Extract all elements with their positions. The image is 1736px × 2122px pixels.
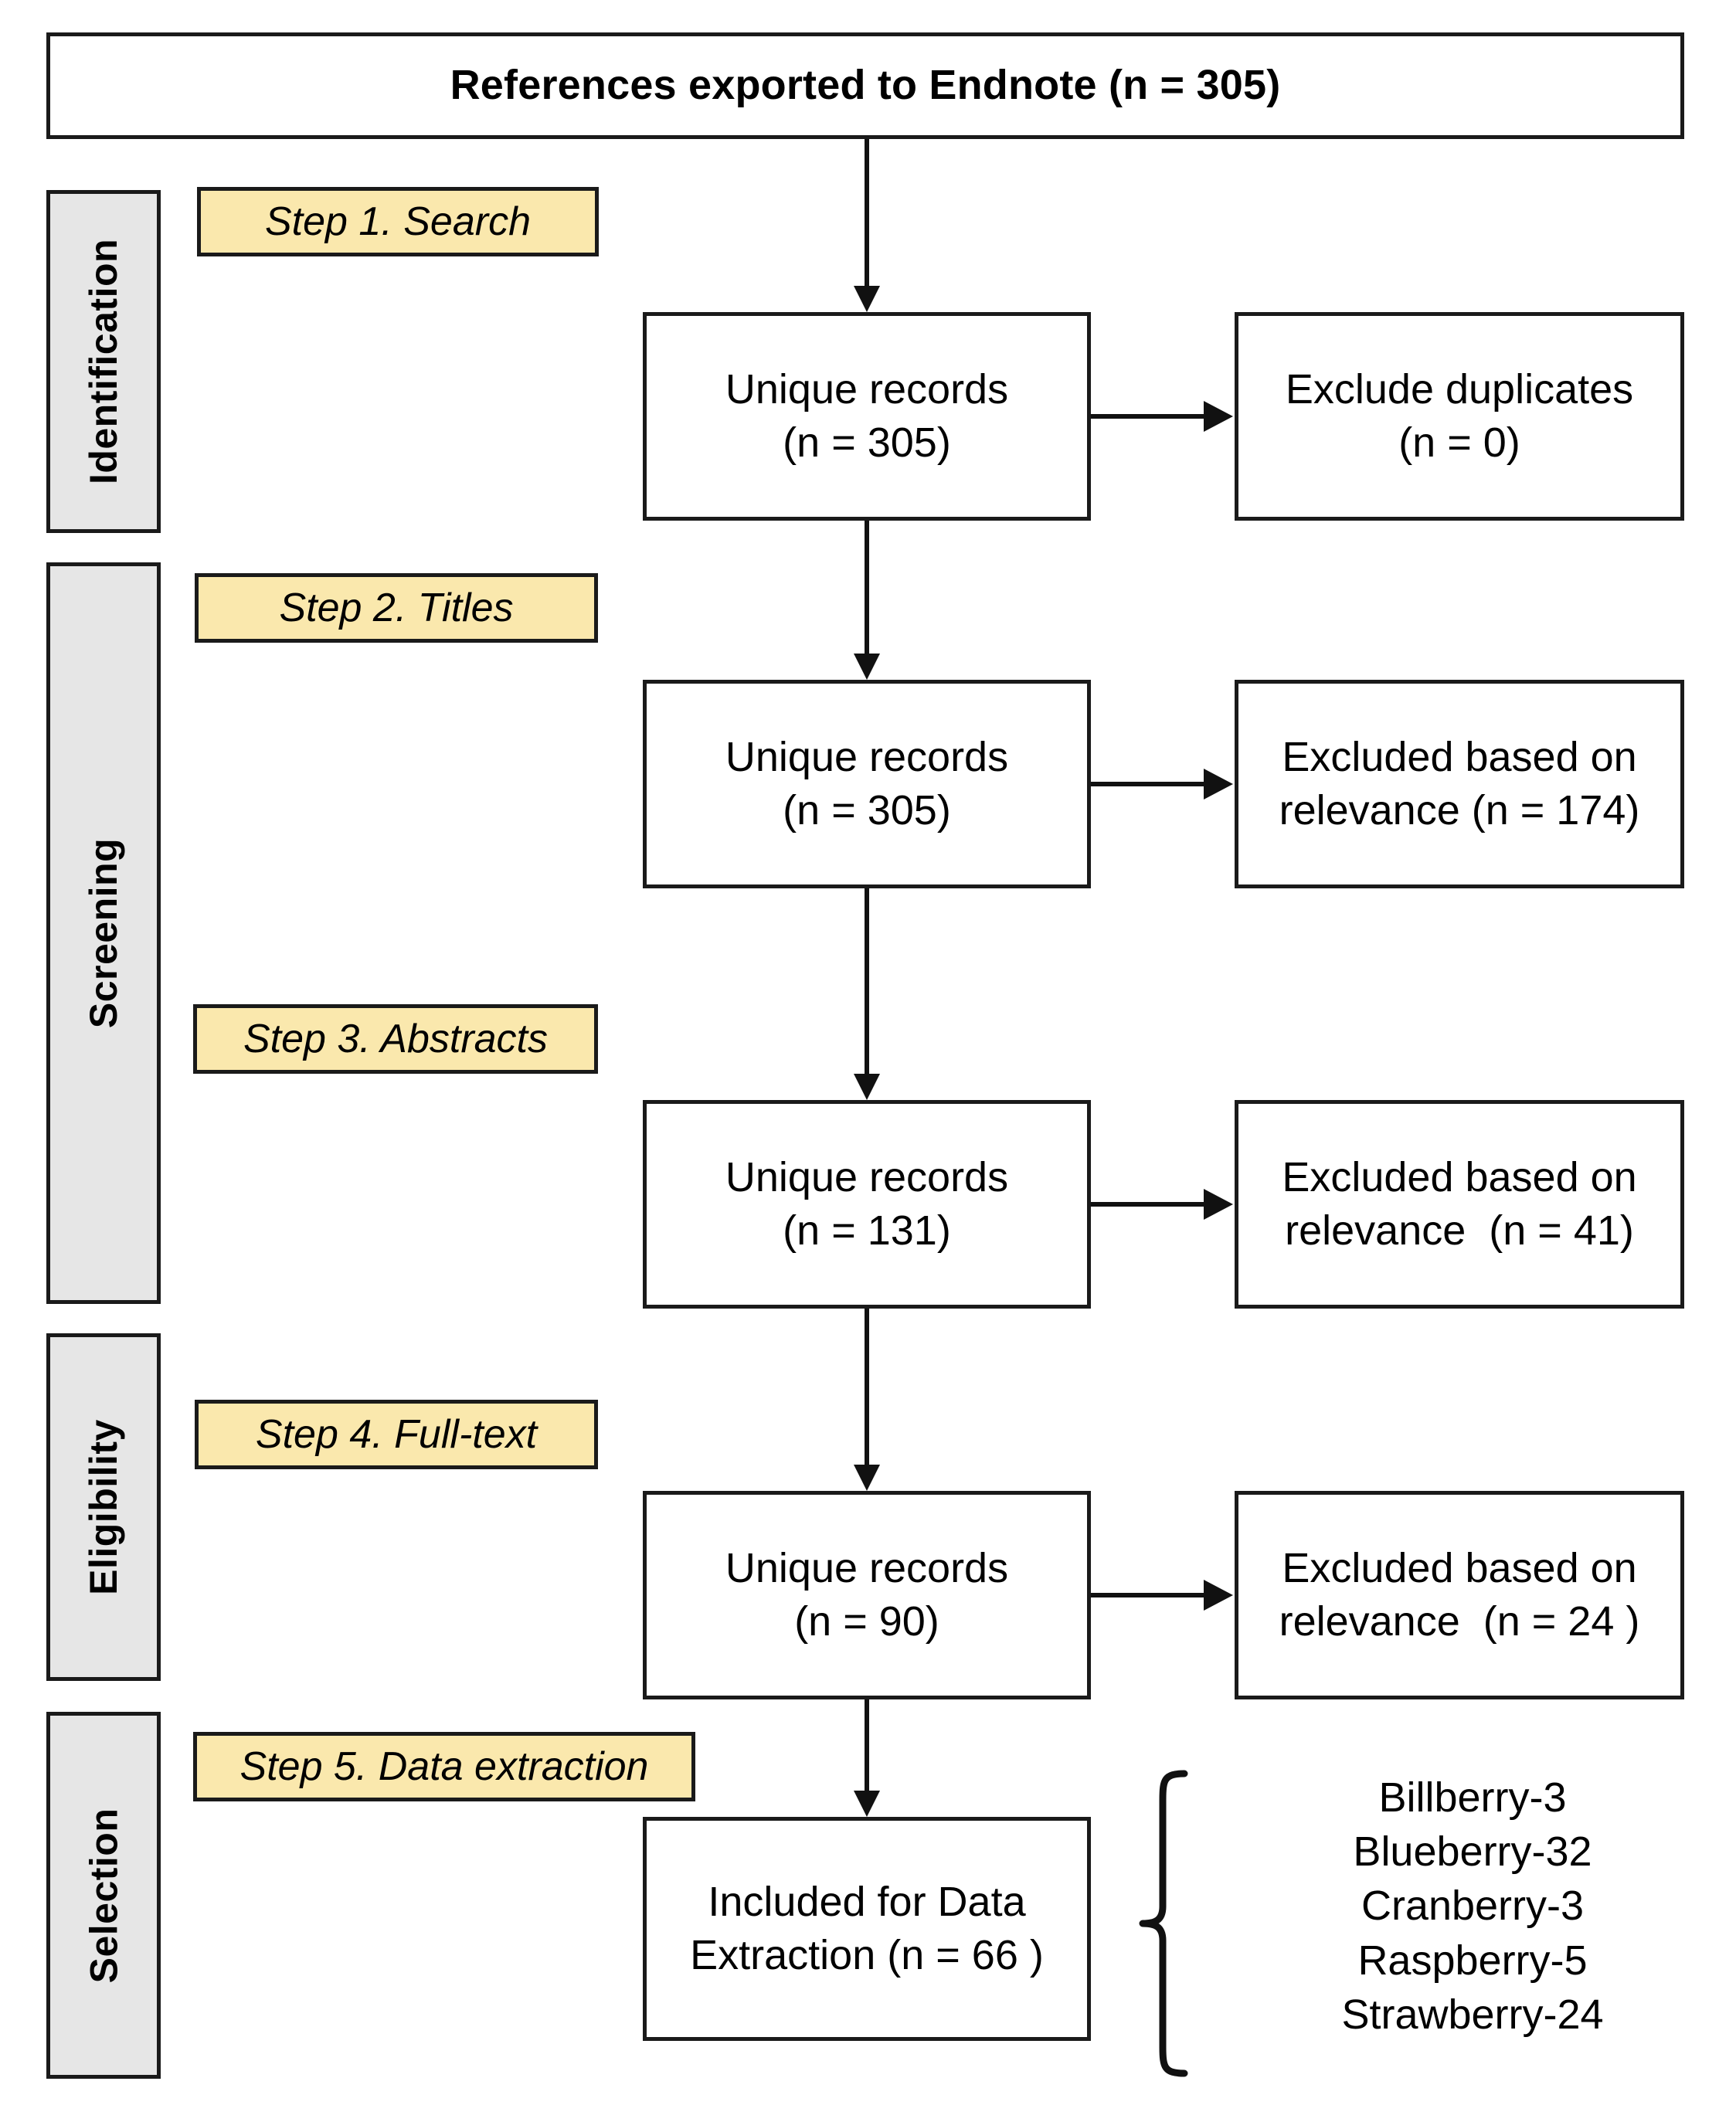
stage-bar-selection-label: Selection [82,1808,126,1983]
arrow-box1-to-exclude1 [1204,401,1233,432]
title-box-label: References exported to Endnote (n = 305) [450,62,1281,109]
flow-box-1-line2: (n = 305) [783,419,951,466]
flow-box-2-line2: (n = 305) [783,787,951,834]
berry-item-3: Raspberry-5 [1357,1937,1588,1984]
step-chip-2[interactable]: Step 2. Titles [195,573,598,643]
step-chip-1[interactable]: Step 1. Search [197,187,599,256]
exclude-box-2: Excluded based on relevance (n = 174) [1235,680,1684,888]
exclude-box-1-line2: (n = 0) [1398,419,1520,466]
step-chip-3[interactable]: Step 3. Abstracts [193,1004,598,1074]
arrow-box4-to-exclude4 [1204,1580,1233,1611]
flow-box-4: Unique records (n = 90) [643,1491,1091,1699]
arrow-box4-to-included [854,1791,880,1817]
step-chip-5-label: Step 5. Data extraction [240,1744,649,1789]
connector-box1-to-box2 [865,521,869,654]
exclude-box-2-line2: relevance (n = 174) [1279,787,1640,834]
berry-item-2: Cranberry-3 [1361,1883,1585,1930]
connector-box1-to-exclude1 [1091,414,1205,419]
berry-item-4: Strawberry-24 [1341,1991,1604,2038]
flow-box-3-line2: (n = 131) [783,1207,951,1254]
step-chip-2-label: Step 2. Titles [279,586,514,630]
exclude-box-4-line1: Excluded based on [1282,1544,1637,1591]
flow-box-2-line1: Unique records [725,733,1009,780]
flow-box-included-line2: Extraction (n = 66 ) [690,1932,1044,1978]
step-chip-3-label: Step 3. Abstracts [243,1017,549,1061]
arrow-box2-to-box3 [854,1074,880,1100]
arrow-box3-to-box4 [854,1465,880,1491]
exclude-box-3-line2: relevance (n = 41) [1285,1207,1634,1254]
connector-title-to-box1 [865,139,869,287]
connector-box4-to-exclude4 [1091,1593,1205,1597]
stage-bar-screening-label: Screening [82,837,125,1029]
step-chip-4[interactable]: Step 4. Full-text [195,1400,598,1469]
arrow-box2-to-exclude2 [1204,769,1233,800]
exclude-box-3-line1: Excluded based on [1282,1153,1637,1200]
connector-box3-to-box4 [865,1309,869,1465]
flow-box-3: Unique records (n = 131) [643,1100,1091,1309]
flow-box-included-line1: Included for Data [708,1878,1026,1925]
step-chip-1-label: Step 1. Search [265,199,531,244]
arrow-box3-to-exclude3 [1204,1189,1233,1220]
exclude-box-2-line1: Excluded based on [1282,733,1637,780]
arrow-title-to-box1 [854,286,880,312]
exclude-box-4-line2: relevance (n = 24 ) [1279,1598,1640,1645]
stage-bar-selection: Selection [46,1712,161,2079]
step-chip-4-label: Step 4. Full-text [255,1412,538,1457]
exclude-box-1: Exclude duplicates (n = 0) [1235,312,1684,521]
flow-box-2: Unique records (n = 305) [643,680,1091,888]
berry-list: Billberry-3 Blueberry-32 Cranberry-3 Ras… [1225,1771,1720,2042]
stage-bar-identification-label: Identification [82,238,126,485]
stage-bar-eligibility-label: Eligibility [82,1419,125,1595]
flow-box-4-line1: Unique records [725,1544,1009,1591]
berry-item-0: Billberry-3 [1378,1774,1567,1821]
exclude-box-3: Excluded based on relevance (n = 41) [1235,1100,1684,1309]
title-box: References exported to Endnote (n = 305) [46,32,1684,139]
flow-box-included: Included for Data Extraction (n = 66 ) [643,1817,1091,2041]
connector-box2-to-box3 [865,888,869,1074]
flow-box-4-line2: (n = 90) [794,1598,939,1645]
connector-box3-to-exclude3 [1091,1202,1205,1207]
connector-box4-to-included [865,1699,869,1791]
flow-box-1-line1: Unique records [725,365,1009,413]
flow-box-3-line1: Unique records [725,1153,1009,1200]
stage-bar-screening: Screening [46,562,161,1304]
step-chip-5[interactable]: Step 5. Data extraction [193,1732,695,1801]
connector-box2-to-exclude2 [1091,782,1205,786]
berry-item-1: Blueberry-32 [1353,1828,1592,1876]
stage-bar-identification: Identification [46,190,161,533]
flow-box-1: Unique records (n = 305) [643,312,1091,521]
berry-brace [1124,1769,1201,2078]
exclude-box-4: Excluded based on relevance (n = 24 ) [1235,1491,1684,1699]
exclude-box-1-line1: Exclude duplicates [1285,365,1634,413]
stage-bar-eligibility: Eligibility [46,1333,161,1681]
arrow-box1-to-box2 [854,654,880,680]
